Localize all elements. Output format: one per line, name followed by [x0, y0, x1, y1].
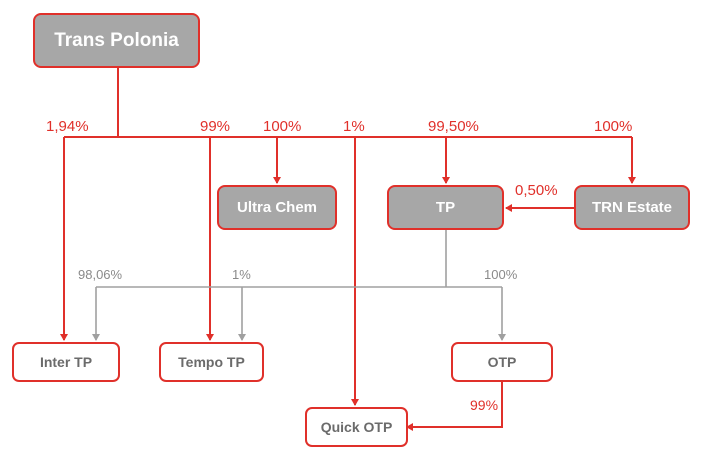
node-otp: OTP [451, 342, 553, 382]
label-tp-to-tempo-tp: 99% [200, 118, 231, 135]
node-quick-otp: Quick OTP [305, 407, 408, 447]
label-tp-to-tp: 99,50% [428, 118, 479, 135]
node-tempo-tp: Tempo TP [159, 342, 264, 382]
node-quick-otp-label: Quick OTP [320, 419, 393, 435]
node-ultra-chem-label: Ultra Chem [236, 199, 318, 216]
label-tp-to-ultra-chem: 100% [263, 118, 302, 135]
node-trans-polonia: Trans Polonia [33, 13, 200, 68]
label-tp-to-trn-estate: 100% [594, 118, 633, 135]
label-tp-to-quick-otp: 1% [343, 118, 365, 135]
label-tpco-to-inter-tp: 98,06% [78, 267, 123, 282]
node-tp-label: TP [435, 199, 456, 216]
label-trn-estate-to-tp: 0,50% [515, 182, 558, 199]
edge-otp-quick-otp [406, 380, 503, 431]
node-inter-tp: Inter TP [12, 342, 120, 382]
node-inter-tp-label: Inter TP [39, 354, 93, 370]
node-trans-polonia-label: Trans Polonia [54, 29, 179, 51]
label-tpco-to-otp: 100% [484, 267, 518, 282]
node-ultra-chem: Ultra Chem [217, 185, 337, 230]
label-tpco-to-tempo-tp: 1% [232, 267, 251, 282]
node-otp-label: OTP [487, 354, 517, 370]
node-tempo-tp-label: Tempo TP [178, 354, 245, 370]
label-tp-to-inter-tp: 1,94% [46, 118, 89, 135]
node-trn-estate-label: TRN Estate [591, 199, 673, 216]
node-tp: TP [387, 185, 504, 230]
node-trn-estate: TRN Estate [574, 185, 690, 230]
label-otp-to-quick-otp: 99% [470, 397, 499, 413]
